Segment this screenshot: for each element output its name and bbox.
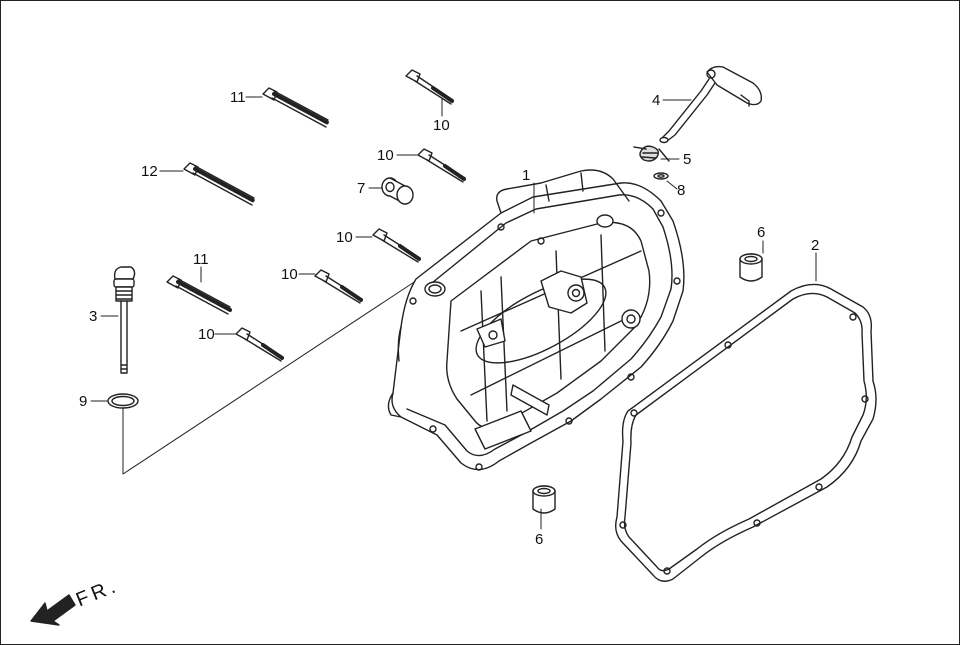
dowel-pin-lower (532, 485, 556, 514)
callout-1: 1 (522, 167, 531, 184)
callout-5: 5 (683, 151, 692, 168)
bolt-12 (183, 162, 256, 206)
bolt-10-bottom (235, 327, 284, 362)
callout-7: 7 (357, 180, 366, 197)
callout-9: 9 (79, 393, 88, 410)
assembly-line-dipstick (122, 268, 435, 475)
bolt-11-lower (166, 275, 232, 315)
collar (381, 177, 414, 205)
bolt-10-lower (314, 269, 363, 304)
callout-10-middle: 10 (336, 229, 353, 246)
oil-dipstick (113, 266, 136, 374)
crankcase-cover (387, 169, 685, 471)
callout-11-lower: 11 (193, 251, 209, 268)
front-direction-arrow-icon (30, 594, 76, 626)
callout-8: 8 (677, 182, 686, 199)
bolt-10-middle (372, 228, 421, 263)
gasket (614, 283, 877, 582)
bolt-11-top (262, 87, 330, 128)
callout-4: 4 (652, 92, 661, 109)
dowel-pin-upper (739, 253, 763, 282)
o-ring (107, 393, 139, 409)
washer (653, 172, 669, 180)
callout-12: 12 (141, 163, 158, 180)
callout-3: 3 (89, 308, 98, 325)
callout-10-lower: 10 (281, 266, 298, 283)
callout-10-bottom: 10 (198, 326, 215, 343)
callout-10-upper: 10 (377, 147, 394, 164)
callout-6-lower: 6 (535, 531, 544, 548)
callout-6-upper: 6 (757, 224, 766, 241)
bolt-10-top (405, 69, 454, 105)
callout-10-top: 10 (433, 117, 450, 134)
bolt-10-upper (417, 148, 466, 183)
clutch-lifter-arm (659, 65, 763, 144)
callout-2: 2 (811, 237, 820, 254)
leader-lines (90, 96, 817, 530)
callout-11-top: 11 (230, 89, 246, 106)
